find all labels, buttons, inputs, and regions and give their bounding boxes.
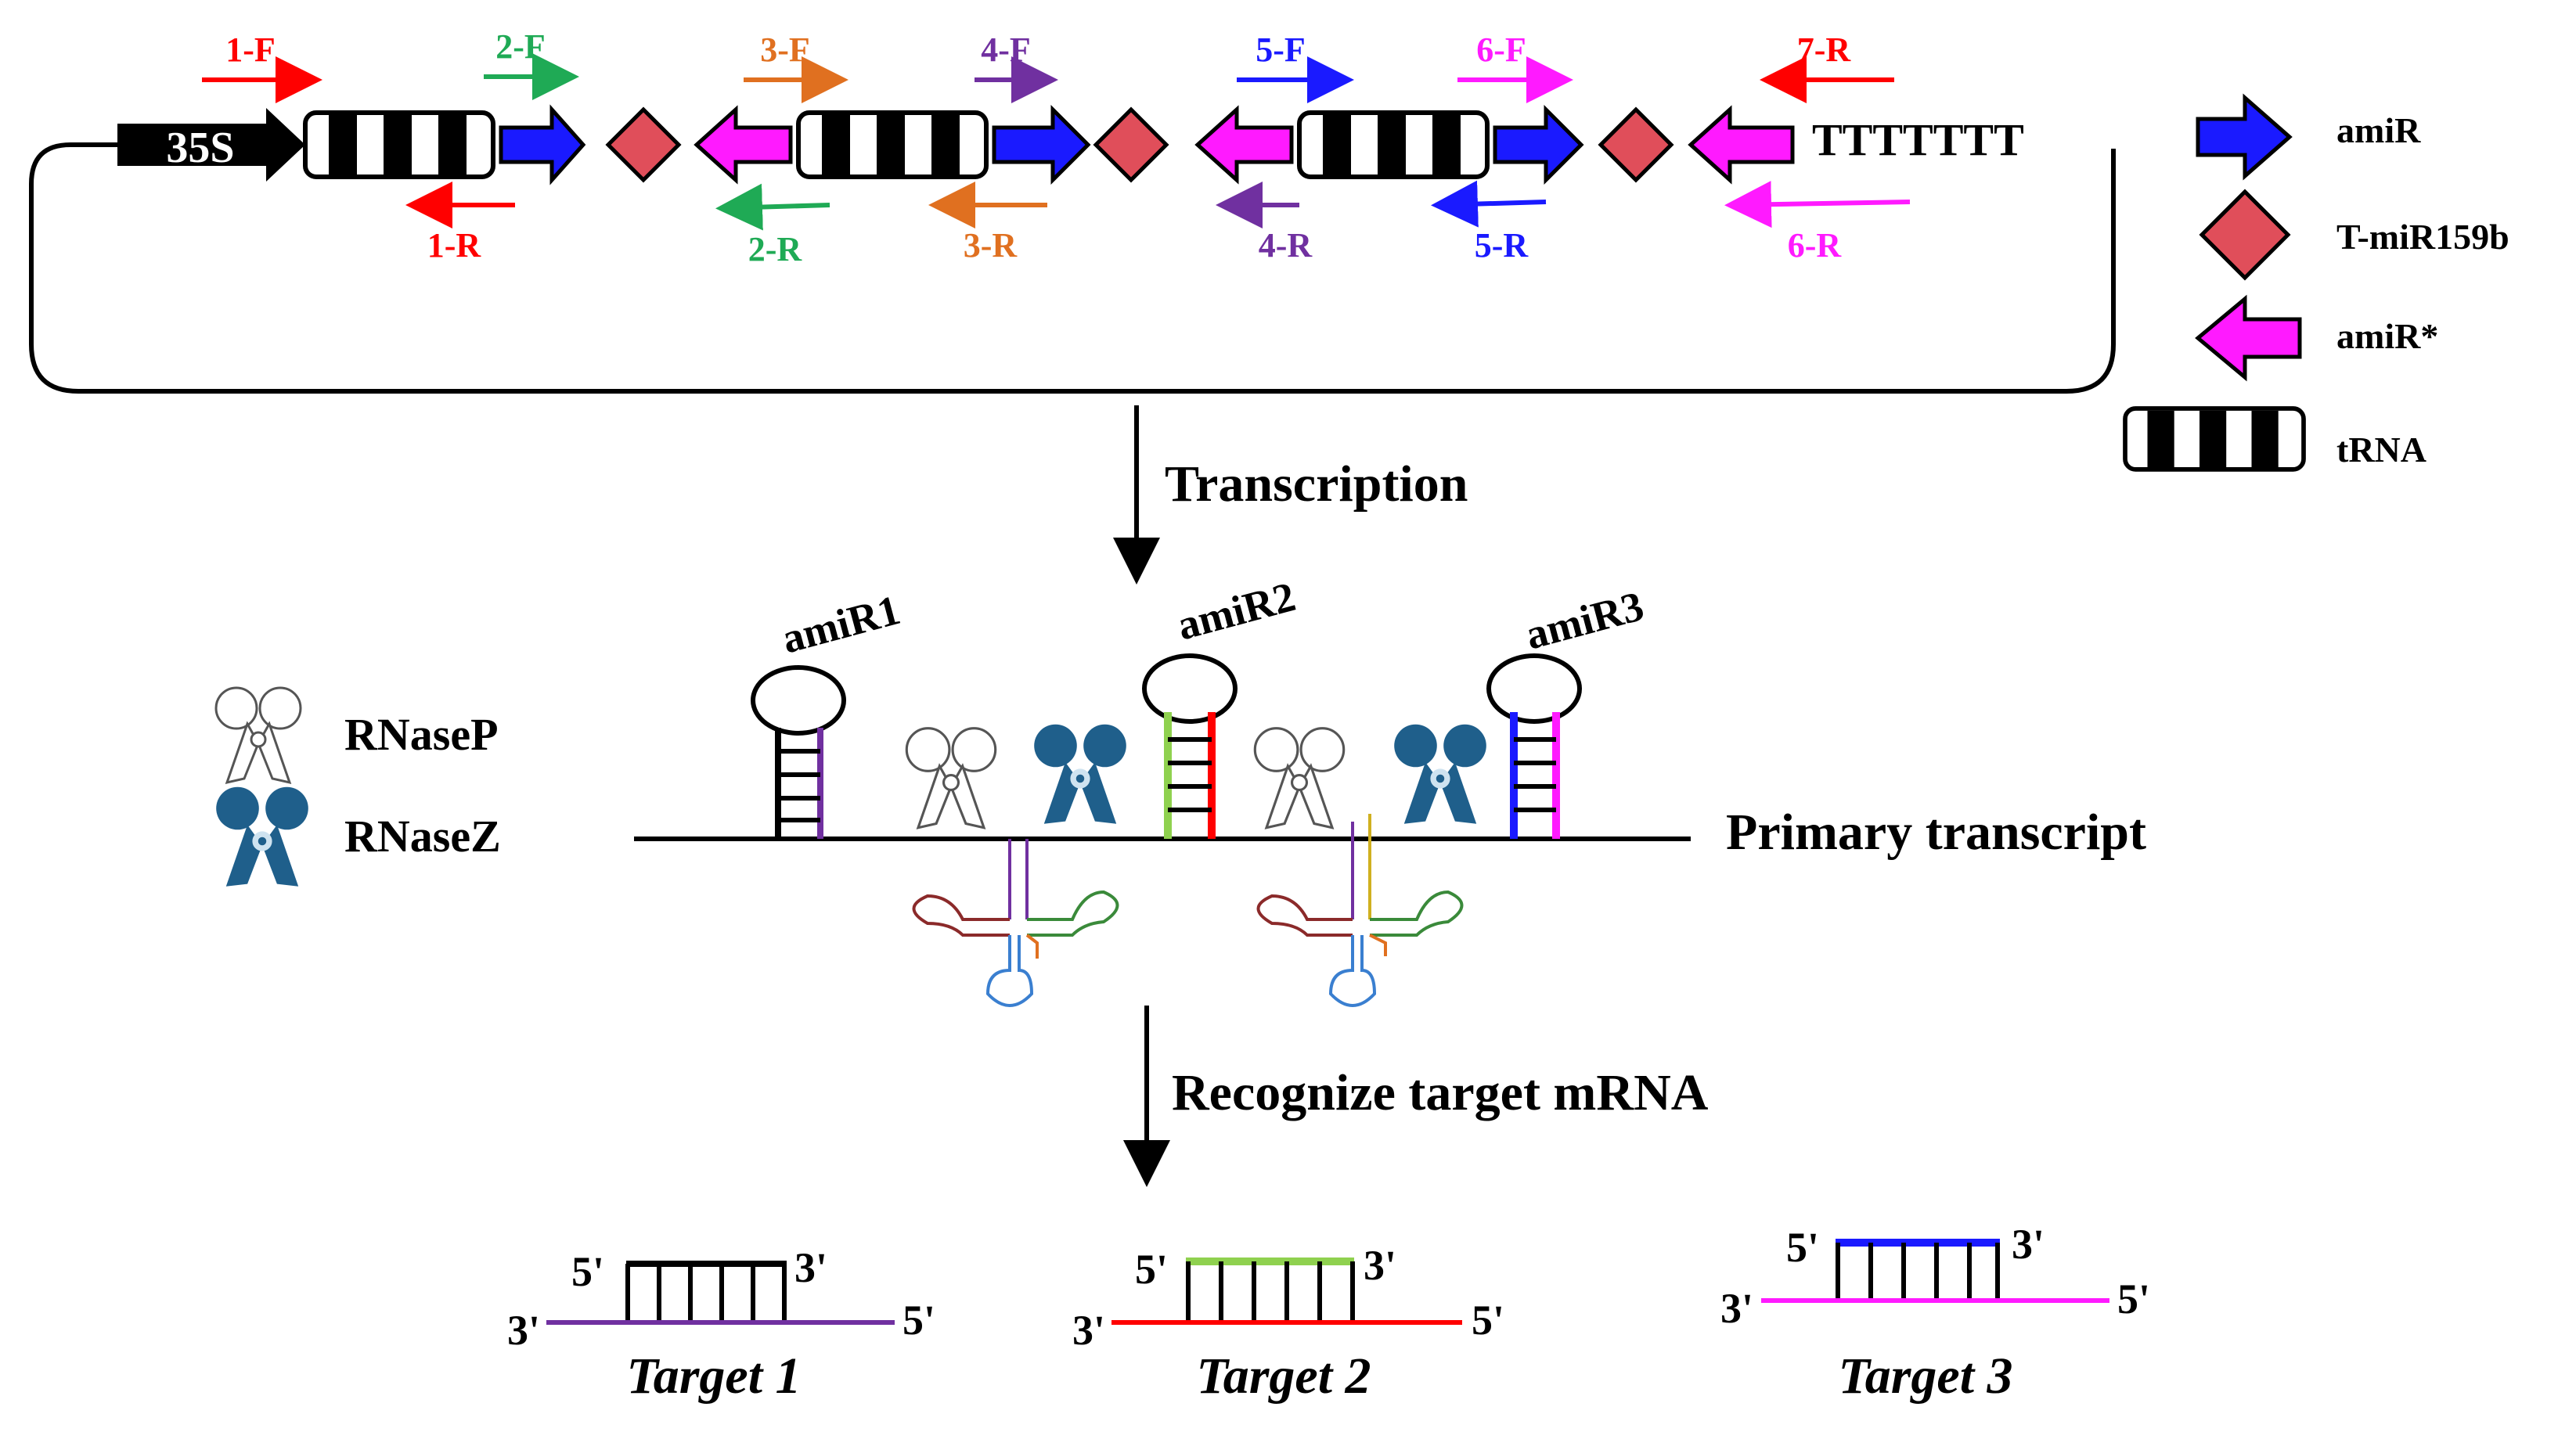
primer-1-f: 1-F bbox=[202, 31, 322, 103]
primer-2-r: 2-R bbox=[715, 183, 830, 268]
svg-text:5': 5' bbox=[1472, 1297, 1504, 1344]
recognize-label: Recognize target mRNA bbox=[1172, 1064, 1709, 1121]
svg-text:5-F: 5-F bbox=[1256, 31, 1306, 69]
svg-text:3': 3' bbox=[1720, 1285, 1753, 1332]
primer-5-r: 5-R bbox=[1431, 180, 1547, 264]
primer-5-f: 5-F bbox=[1237, 31, 1354, 103]
trna-box bbox=[798, 113, 986, 177]
svg-text:T-miR159b: T-miR159b bbox=[2336, 217, 2509, 257]
svg-text:3': 3' bbox=[1072, 1307, 1105, 1354]
rnasep-label: RNaseP bbox=[344, 709, 499, 760]
trna-box bbox=[1299, 113, 1487, 177]
target-label: Target 3 bbox=[1838, 1347, 2012, 1405]
svg-text:1-R: 1-R bbox=[427, 226, 482, 264]
amir-arrow bbox=[992, 104, 1091, 185]
svg-text:2-R: 2-R bbox=[748, 230, 803, 268]
primer-3-f: 3-F bbox=[744, 31, 848, 103]
enzyme-legend: RNaseP RNaseZ bbox=[214, 686, 501, 887]
rnasep-scissors-icon bbox=[1253, 727, 1346, 829]
terminator-label: TTTTTTT bbox=[1812, 114, 2024, 165]
hairpin-amir1: amiR1 bbox=[751, 586, 905, 839]
hairpin-label: amiR3 bbox=[1521, 582, 1648, 659]
trna-cloverleaf bbox=[912, 839, 1119, 1007]
plasmid-backbone bbox=[29, 142, 2116, 394]
svg-text:6-R: 6-R bbox=[1788, 226, 1843, 264]
svg-text:5': 5' bbox=[903, 1297, 935, 1344]
t-mir159b-icon bbox=[2199, 189, 2291, 281]
rnasez-scissors-icon bbox=[1394, 724, 1486, 824]
legend-t-mir159b: T-miR159b bbox=[2199, 189, 2509, 281]
rnasez-scissors-icon bbox=[216, 786, 308, 887]
svg-text:5': 5' bbox=[1786, 1224, 1819, 1271]
svg-text:2-F: 2-F bbox=[495, 27, 546, 66]
amir-arrow bbox=[499, 104, 586, 185]
trna-box bbox=[305, 113, 493, 177]
t-mir159b-diamond bbox=[1598, 106, 1674, 183]
svg-text:6-F: 6-F bbox=[1476, 31, 1526, 69]
primary-transcript-label: Primary transcript bbox=[1726, 804, 2146, 861]
svg-text:4-R: 4-R bbox=[1259, 226, 1313, 264]
svg-text:3-F: 3-F bbox=[760, 31, 810, 69]
target-3: 5' 3' 3' 5' Target 3 bbox=[1720, 1221, 2150, 1405]
t-mir159b-diamond bbox=[1093, 106, 1169, 183]
transcription-step: Transcription bbox=[1113, 405, 1468, 585]
primary-transcript: amiR1 amiR2 amiR3 bbox=[634, 573, 2146, 1007]
transcription-label: Transcription bbox=[1165, 455, 1468, 513]
svg-text:5': 5' bbox=[571, 1248, 604, 1295]
svg-text:amiR: amiR bbox=[2336, 110, 2421, 150]
svg-text:5': 5' bbox=[1135, 1246, 1168, 1293]
svg-text:5-R: 5-R bbox=[1475, 226, 1529, 264]
trna-icon bbox=[2125, 408, 2304, 470]
amir-arrow bbox=[1493, 104, 1584, 185]
t-mir159b-diamond bbox=[605, 106, 682, 183]
rnasez-scissors-icon bbox=[1034, 724, 1126, 824]
svg-text:4-F: 4-F bbox=[981, 31, 1031, 69]
rnasep-scissors-icon bbox=[905, 727, 997, 829]
recognize-step: Recognize target mRNA bbox=[1123, 1006, 1709, 1187]
legend-amir-star: amiR* bbox=[2195, 294, 2438, 382]
legend: amiR T-miR159b amiR* tRNA bbox=[2125, 93, 2509, 470]
hairpin-amir3: amiR3 bbox=[1486, 582, 1648, 839]
svg-text:7-R: 7-R bbox=[1797, 31, 1852, 69]
svg-text:tRNA: tRNA bbox=[2336, 430, 2426, 470]
legend-trna: tRNA bbox=[2125, 408, 2426, 470]
primer-6-r: 6-R bbox=[1724, 181, 1911, 264]
trna-cloverleaf bbox=[1256, 814, 1464, 1007]
primer-7-r: 7-R bbox=[1760, 31, 1894, 103]
primer-6-f: 6-F bbox=[1457, 31, 1573, 103]
svg-text:3': 3' bbox=[507, 1307, 540, 1354]
svg-text:amiR*: amiR* bbox=[2336, 316, 2438, 356]
primers: 1-F 2-F 3-F 4-F 5-F 6-F 7-R 1-R bbox=[202, 27, 1911, 268]
primer-4-r: 4-R bbox=[1216, 182, 1313, 264]
primer-4-f: 4-F bbox=[975, 31, 1058, 103]
target-2: 5' 3' 3' 5' Target 2 bbox=[1072, 1242, 1504, 1405]
svg-text:3': 3' bbox=[1364, 1242, 1396, 1289]
target-label: Target 1 bbox=[626, 1347, 801, 1405]
svg-text:3': 3' bbox=[2012, 1221, 2045, 1268]
target-1: 5' 3' 3' 5' Target 1 bbox=[507, 1244, 935, 1405]
rnasep-scissors-icon bbox=[214, 686, 302, 784]
amir-star-icon bbox=[2195, 294, 2302, 382]
amir-star-arrow bbox=[694, 105, 793, 185]
svg-text:5': 5' bbox=[2117, 1275, 2150, 1322]
amir-star-arrow bbox=[1194, 105, 1294, 185]
primer-2-f: 2-F bbox=[484, 27, 579, 100]
svg-text:3-R: 3-R bbox=[964, 226, 1018, 264]
legend-amir: amiR bbox=[2196, 93, 2421, 181]
target-label: Target 2 bbox=[1196, 1347, 1371, 1405]
plasmid-construct: 35S TTTTTTT bbox=[29, 104, 2116, 394]
hairpin-label: amiR1 bbox=[777, 586, 905, 663]
primer-3-r: 3-R bbox=[928, 182, 1047, 264]
amir-star-arrow bbox=[1688, 105, 1795, 185]
amir-icon bbox=[2196, 93, 2293, 181]
promoter-label: 35S bbox=[166, 124, 234, 172]
promoter-35s: 35S bbox=[117, 108, 305, 182]
primer-1-r: 1-R bbox=[405, 182, 515, 264]
rnasez-label: RNaseZ bbox=[344, 811, 501, 862]
svg-text:1-F: 1-F bbox=[225, 31, 276, 69]
svg-text:3': 3' bbox=[794, 1244, 827, 1291]
hairpin-label: amiR2 bbox=[1173, 573, 1300, 649]
